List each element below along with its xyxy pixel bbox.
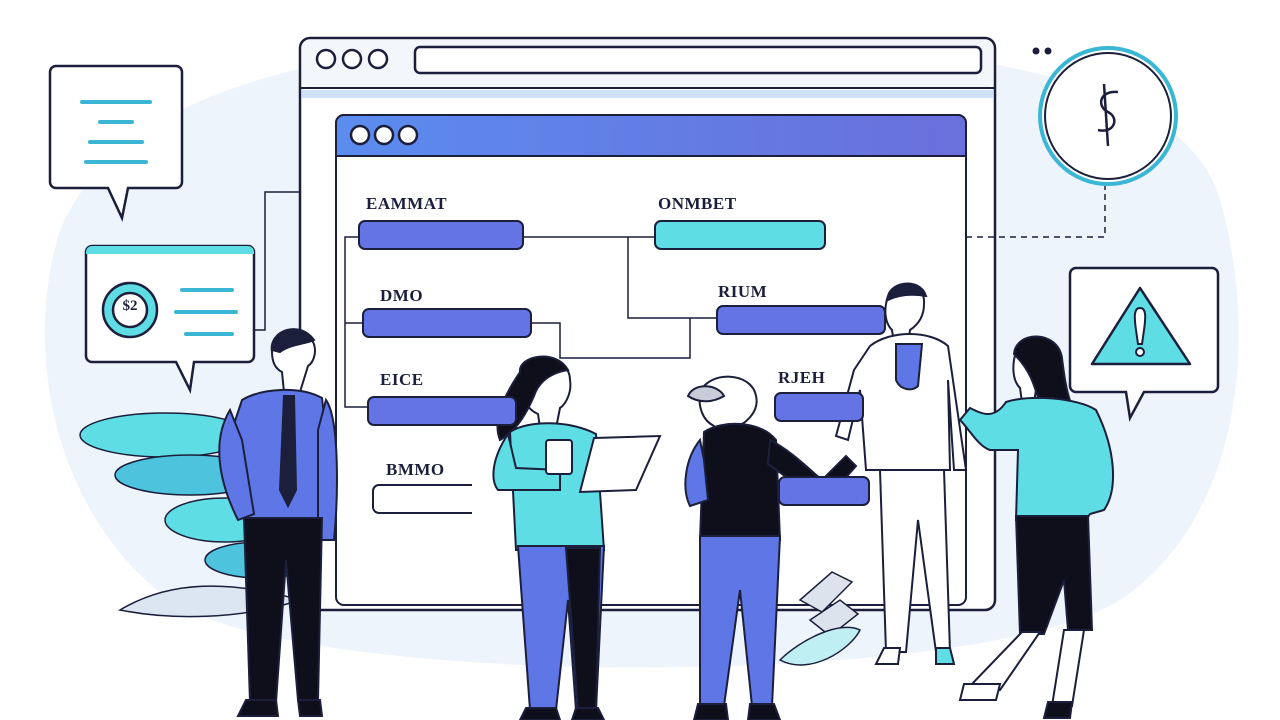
coin-icon — [101, 281, 159, 339]
flow-label-right-2: RIUM — [718, 282, 768, 301]
inner-window-control-dot[interactable] — [397, 124, 419, 146]
floor-objects — [778, 571, 862, 666]
flowchart-connectors — [250, 170, 1106, 408]
warning-bubble — [1068, 266, 1220, 422]
person-woman-laptop — [492, 355, 662, 720]
person-man-tie — [218, 328, 338, 717]
flow-node-right-1[interactable] — [654, 220, 826, 250]
flow-node-left-4[interactable] — [372, 484, 472, 514]
window-control-dot[interactable] — [315, 48, 337, 70]
inner-window-control-dot[interactable] — [349, 124, 371, 146]
flow-label-left-1: EAMMAT — [366, 194, 448, 213]
warning-icon — [1090, 286, 1192, 366]
flow-node-left-1[interactable] — [358, 220, 524, 250]
flow-label-right-3: RJEH — [778, 368, 826, 387]
text-lines-icon — [80, 100, 152, 164]
flow-node-left-2[interactable] — [362, 308, 532, 338]
window-control-dot[interactable] — [367, 48, 389, 70]
window-control-dot[interactable] — [341, 48, 363, 70]
flow-label-left-2: DMO — [380, 286, 424, 305]
chat-bubble-left — [48, 64, 184, 222]
flow-node-right-2[interactable] — [716, 305, 886, 335]
person-woman-cyan — [958, 335, 1114, 719]
coin-bubble — [84, 244, 256, 395]
inner-window-control-dot[interactable] — [373, 124, 395, 146]
flow-label-left-4: BMMO — [386, 460, 445, 479]
flow-label-left-3: EICE — [380, 370, 424, 389]
person-white-coat — [834, 282, 968, 665]
dollar-icon — [1097, 83, 1119, 147]
flow-node-right-3[interactable] — [774, 392, 864, 422]
dollar-badge — [1032, 46, 1178, 186]
coin-text: $2 — [122, 298, 138, 314]
flow-node-right-4[interactable] — [778, 476, 870, 506]
flow-node-left-3[interactable] — [367, 396, 517, 426]
address-bar[interactable] — [413, 45, 983, 75]
flow-label-right-1: ONMBET — [658, 194, 737, 213]
